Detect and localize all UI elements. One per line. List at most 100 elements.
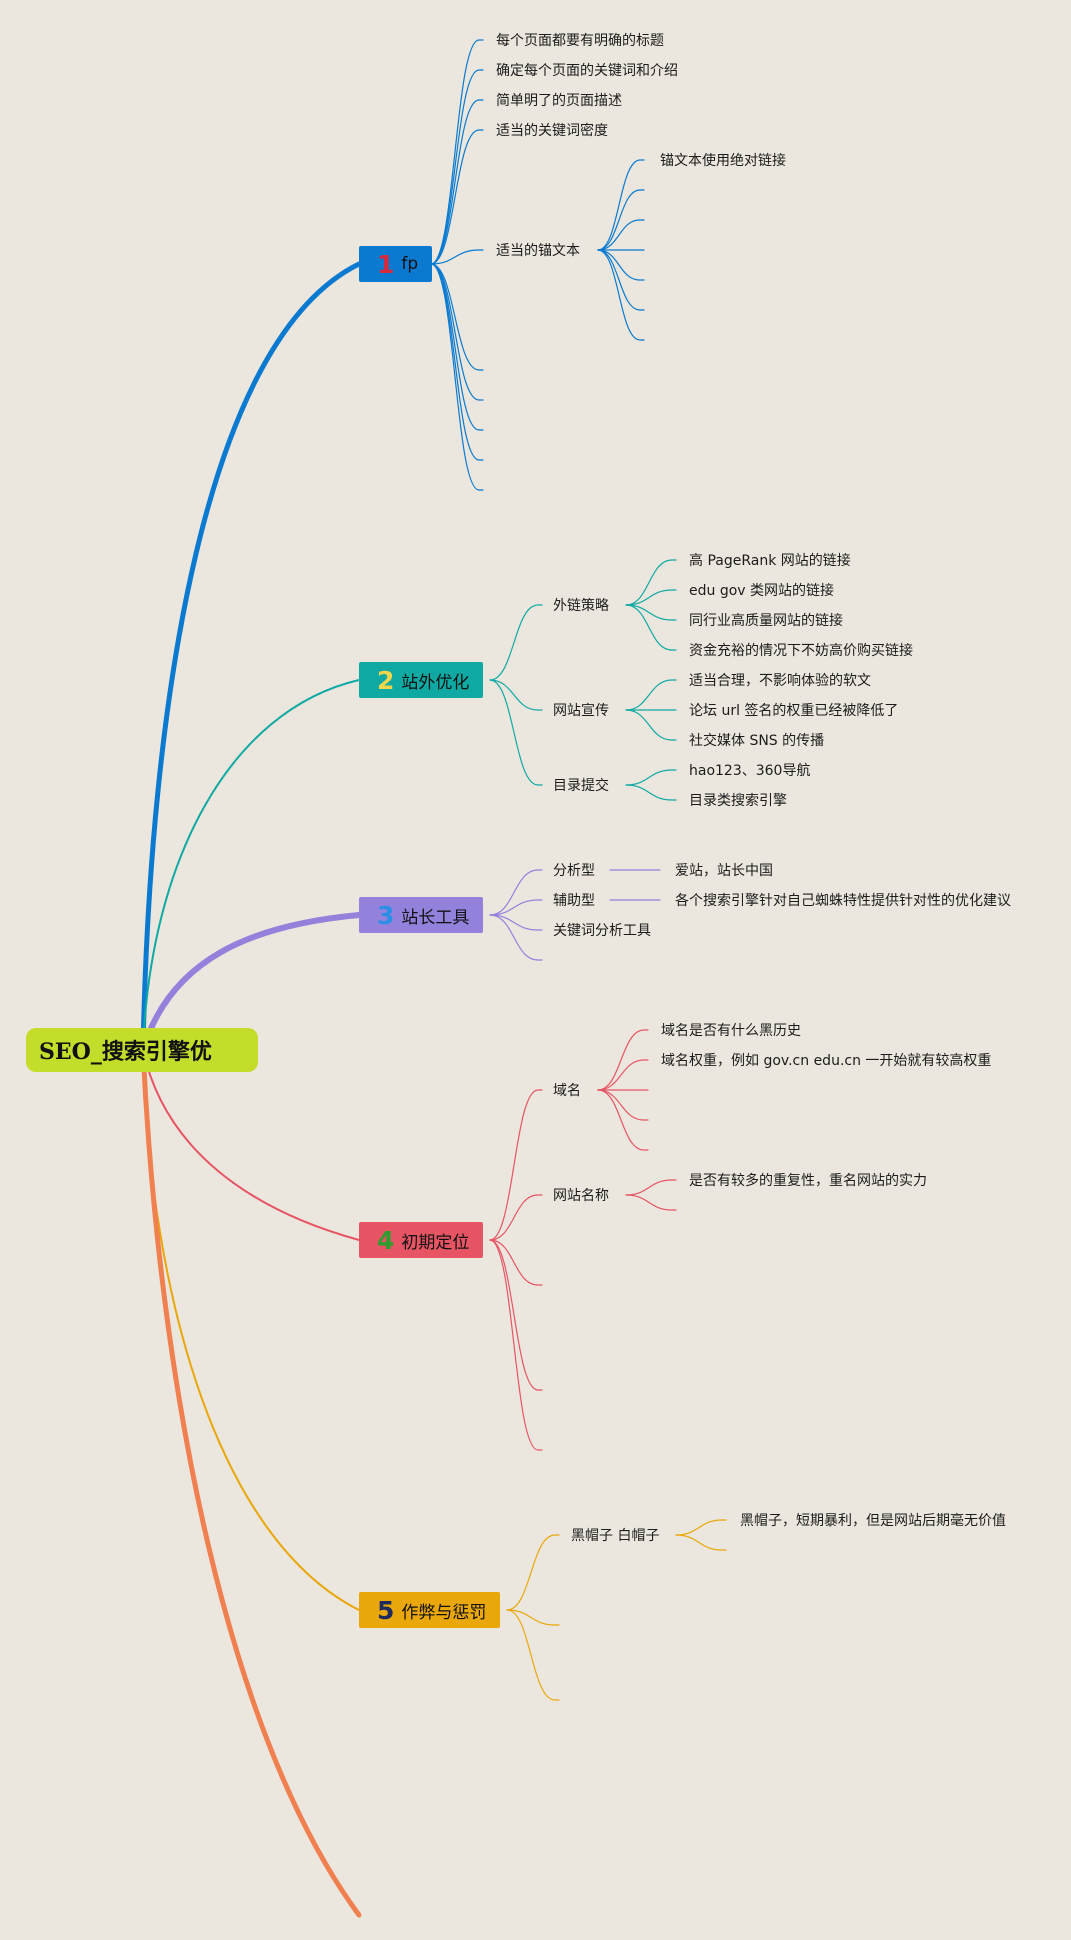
b3-analytic-child[interactable]: 爱站，站长中国 <box>675 863 773 879</box>
b1-anchor-child[interactable]: 锚文本使用绝对链接 <box>660 153 786 169</box>
b1-connector <box>430 39 484 265</box>
trunk-branch-4 <box>142 1049 360 1241</box>
b2-outlink-item[interactable]: 高 PageRank 网站的链接 <box>689 553 851 569</box>
b3-connector <box>489 869 543 916</box>
b1-connector <box>430 249 484 265</box>
b2-directory-connector <box>625 769 677 786</box>
b4-group-domain[interactable]: 域名 <box>553 1083 581 1099</box>
root-topic-label: SEO_搜索引擎优 <box>39 1039 212 1065</box>
b4-domain-item[interactable]: 域名是否有什么黑历史 <box>661 1023 801 1039</box>
branch-3-number: 3 <box>377 900 395 930</box>
b4-connector <box>489 1089 543 1241</box>
b2-group-outlinks[interactable]: 外链策略 <box>553 598 609 614</box>
branch-4-label: 初期定位 <box>401 1232 470 1253</box>
b2-outlink-connector <box>625 604 677 621</box>
b5-hats-connector <box>675 1519 727 1536</box>
b4-site-name-connector <box>625 1179 677 1196</box>
b1-topic-title[interactable]: 每个页面都要有明确的标题 <box>496 33 664 49</box>
b2-directory-connector <box>625 784 677 801</box>
b1-connector <box>430 263 484 431</box>
b4-group-site-name[interactable]: 网站名称 <box>553 1188 609 1204</box>
b5-hats-connector <box>675 1534 727 1551</box>
b1-anchor-connector <box>597 159 645 251</box>
b3-connector <box>489 914 543 931</box>
b2-group-promotion[interactable]: 网站宣传 <box>553 703 609 719</box>
branch-2-label: 站外优化 <box>401 672 470 693</box>
b2-directory-item[interactable]: hao123、360导航 <box>689 763 811 779</box>
branch-4-initial-positioning[interactable]: 4 初期定位 <box>359 1222 484 1258</box>
b2-outlink-item[interactable]: 同行业高质量网站的链接 <box>689 613 843 629</box>
b1-connector <box>430 263 484 491</box>
branch-2-number: 2 <box>377 665 395 695</box>
branch-3-webmaster-tools[interactable]: 3 站长工具 <box>359 897 484 933</box>
b2-outlink-item[interactable]: edu gov 类网站的链接 <box>689 583 835 599</box>
b2-connector <box>489 679 543 786</box>
b2-directory-item[interactable]: 目录类搜索引擎 <box>689 793 787 809</box>
b2-promotion-item[interactable]: 适当合理，不影响体验的软文 <box>689 673 871 689</box>
b1-topic-description[interactable]: 简单明了的页面描述 <box>496 93 622 109</box>
b4-connector <box>489 1194 543 1241</box>
b3-connector <box>489 914 543 961</box>
b4-connector <box>489 1239 543 1391</box>
b5-group-hats[interactable]: 黑帽子 白帽子 <box>571 1528 660 1544</box>
b4-domain-connector <box>597 1089 649 1151</box>
trunk-branch-2 <box>142 679 360 1051</box>
b2-promotion-item[interactable]: 论坛 url 签名的权重已经被降低了 <box>689 703 899 719</box>
branch-1-number: 1 <box>377 249 395 279</box>
main-connectors <box>140 261 362 1918</box>
b1-topic-keywords[interactable]: 确定每个页面的关键词和介绍 <box>496 63 678 79</box>
b5-connector <box>506 1609 560 1626</box>
b1-topic-density[interactable]: 适当的关键词密度 <box>496 123 608 139</box>
branch-1-fp[interactable]: 1 fp <box>359 246 433 282</box>
branch-3-label: 站长工具 <box>401 907 470 928</box>
b1-connector <box>430 69 484 265</box>
b2-connector <box>489 604 543 681</box>
b5-connector <box>506 1534 560 1611</box>
b1-anchor-connector <box>597 249 645 281</box>
branch-4-number: 4 <box>377 1225 395 1255</box>
b2-outlink-connector <box>625 604 677 651</box>
b4-domain-connector <box>597 1059 649 1091</box>
b3-group-analytic[interactable]: 分析型 <box>553 863 595 879</box>
branch-5-label: 作弊与惩罚 <box>401 1602 487 1623</box>
branch-1-label: fp <box>401 254 419 274</box>
b1-connector <box>430 263 484 371</box>
root-topic[interactable]: SEO_搜索引擎优 <box>26 1028 258 1072</box>
trunk-extra-branch <box>140 1047 362 1918</box>
b1-anchor-connector <box>597 249 645 341</box>
b2-group-directory[interactable]: 目录提交 <box>553 778 609 794</box>
trunk-branch-5 <box>142 1049 360 1611</box>
b1-connector <box>430 129 484 265</box>
b3-assistive-child[interactable]: 各个搜索引擎针对自己蜘蛛特性提供针对性的优化建议 <box>675 893 1011 909</box>
b4-domain-connector <box>597 1029 649 1091</box>
trunk-branch-3 <box>140 912 362 1053</box>
branch-5-cheating-penalty[interactable]: 5 作弊与惩罚 <box>359 1592 501 1628</box>
sub-connectors <box>430 39 727 1701</box>
b3-group-keyword-tools[interactable]: 关键词分析工具 <box>553 923 651 939</box>
b1-anchor-connector <box>597 249 645 311</box>
b4-site-name-connector <box>625 1194 677 1211</box>
b2-promotion-item[interactable]: 社交媒体 SNS 的传播 <box>689 733 825 749</box>
b4-connector <box>489 1239 543 1286</box>
b2-outlink-connector <box>625 559 677 606</box>
b1-anchor-connector <box>597 189 645 251</box>
branch-5-number: 5 <box>377 1595 395 1625</box>
b1-topic-anchor[interactable]: 适当的锚文本 <box>496 243 580 259</box>
b5-hats-item[interactable]: 黑帽子，短期暴利，但是网站后期毫无价值 <box>740 1513 1006 1529</box>
b2-outlink-connector <box>625 589 677 606</box>
b5-connector <box>506 1609 560 1701</box>
b4-connector <box>489 1239 543 1451</box>
b1-connector <box>430 99 484 265</box>
b4-site-name-item[interactable]: 是否有较多的重复性，重名网站的实力 <box>689 1173 927 1189</box>
b2-connector <box>489 679 543 711</box>
b2-promotion-connector <box>625 679 677 711</box>
branch-2-offsite[interactable]: 2 站外优化 <box>359 662 484 698</box>
b4-domain-item[interactable]: 域名权重，例如 gov.cn edu.cn 一开始就有较高权重 <box>661 1053 992 1069</box>
b1-anchor-connector <box>597 219 645 251</box>
b4-domain-connector <box>597 1089 649 1121</box>
b3-group-assistive[interactable]: 辅助型 <box>553 893 595 909</box>
b2-outlink-item[interactable]: 资金充裕的情况下不妨高价购买链接 <box>689 643 913 659</box>
b2-promotion-connector <box>625 709 677 741</box>
b3-connector <box>489 899 543 916</box>
